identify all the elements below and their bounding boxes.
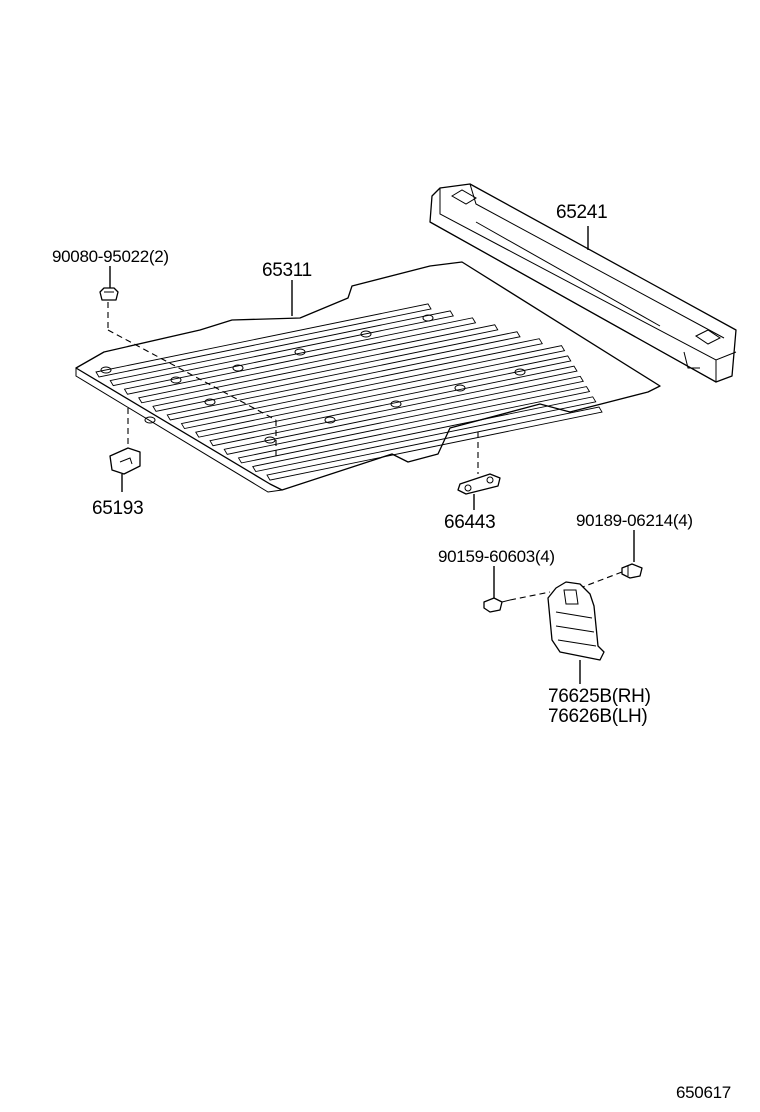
figure-number: 650617 bbox=[676, 1083, 731, 1102]
floor-rib bbox=[209, 365, 578, 447]
floor-hole bbox=[170, 376, 182, 384]
floor-rib bbox=[237, 386, 591, 464]
floor-hole bbox=[294, 348, 306, 356]
floor-rib bbox=[266, 406, 603, 481]
floor-hole bbox=[454, 384, 466, 392]
mud-guard-76625b bbox=[547, 581, 605, 661]
callout-66443: 66443 bbox=[444, 512, 495, 533]
callout-65311: 65311 bbox=[262, 260, 312, 281]
floor-rib bbox=[166, 338, 543, 421]
floor-rib bbox=[223, 375, 584, 455]
floor-rib bbox=[152, 331, 521, 412]
bracket-65193 bbox=[109, 447, 141, 475]
bolt-90159 bbox=[483, 597, 511, 613]
floor-panel-65311 bbox=[75, 261, 661, 493]
clip-90080 bbox=[99, 287, 119, 301]
bolt-90189 bbox=[621, 563, 643, 579]
floor-rib bbox=[109, 310, 454, 387]
floor-rib bbox=[95, 303, 432, 378]
floor-hole bbox=[422, 314, 434, 322]
floor-hole bbox=[390, 400, 402, 408]
floor-rib bbox=[180, 345, 566, 430]
floor-hole bbox=[514, 368, 526, 376]
floor-rib bbox=[252, 396, 597, 473]
cross-member-65241 bbox=[429, 183, 737, 383]
floor-hole bbox=[264, 436, 276, 444]
callout-65241: 65241 bbox=[556, 202, 607, 223]
floor-rib bbox=[123, 317, 477, 395]
floor-hole bbox=[360, 330, 372, 338]
floor-hole bbox=[144, 416, 156, 424]
floor-hole bbox=[324, 416, 336, 424]
callout-90080-95022: 90080-95022(2) bbox=[52, 247, 169, 266]
callout-90159-60603: 90159-60603(4) bbox=[438, 547, 555, 566]
floor-hole bbox=[232, 364, 244, 372]
floor-rib bbox=[195, 355, 572, 438]
floor-rib bbox=[138, 324, 499, 404]
plate-66443 bbox=[457, 473, 501, 495]
callout-90189-06214: 90189-06214(4) bbox=[576, 511, 693, 530]
callout-76625b-rh: 76625B(RH) bbox=[548, 686, 651, 707]
callout-76626b-lh: 76626B(LH) bbox=[548, 706, 647, 727]
floor-hole bbox=[100, 366, 112, 374]
callout-65193: 65193 bbox=[92, 498, 143, 519]
floor-hole bbox=[204, 398, 216, 406]
